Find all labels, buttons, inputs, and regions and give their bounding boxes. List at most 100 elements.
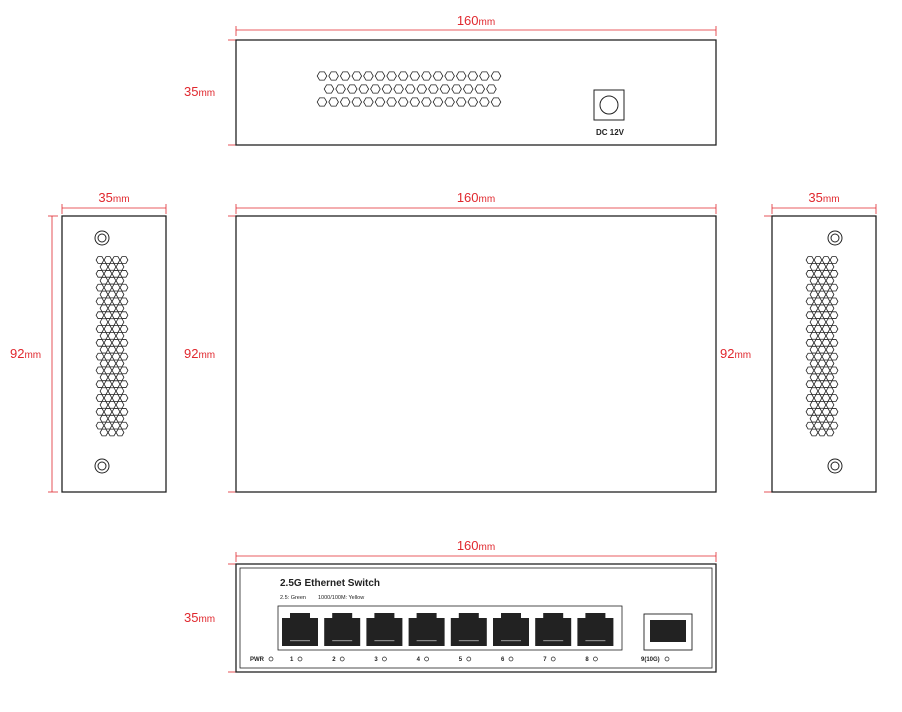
vent-hole xyxy=(99,414,109,423)
vent-hole xyxy=(111,380,121,388)
vent-hole xyxy=(817,345,827,354)
vent-hole xyxy=(432,97,444,107)
vent-hole xyxy=(821,380,831,388)
vent-hole xyxy=(817,304,827,313)
vent-hole xyxy=(107,428,117,437)
vent-hole xyxy=(805,408,815,416)
vent-hole xyxy=(99,345,109,354)
vent-hole xyxy=(328,97,339,107)
vent-hole xyxy=(479,71,490,81)
vent-hole xyxy=(809,290,819,299)
vent-hole xyxy=(107,387,117,395)
dc-jack-housing xyxy=(593,89,625,121)
vent-hole xyxy=(95,297,105,306)
vent-hole xyxy=(103,339,113,347)
vent-hole xyxy=(825,345,835,354)
vent-hole xyxy=(99,263,109,271)
sfp-led-icon xyxy=(664,656,670,662)
vent-hole xyxy=(805,311,815,319)
rj45-contact xyxy=(332,640,353,642)
port-number-label: 4 xyxy=(417,657,421,663)
vent-hole xyxy=(111,394,121,402)
vent-hole xyxy=(805,297,815,306)
vent-hole xyxy=(805,325,815,333)
rj45-port xyxy=(408,613,445,646)
pwr-label: PWR xyxy=(250,657,265,663)
vent-hole xyxy=(809,345,819,354)
vent-hole xyxy=(805,283,815,292)
vent-hole xyxy=(421,71,432,81)
vent-hole xyxy=(821,325,831,333)
vent-hole xyxy=(817,263,827,271)
vent-hole xyxy=(432,71,444,81)
vent-hole xyxy=(474,84,486,94)
vent-hole xyxy=(490,71,502,81)
vent-hole xyxy=(813,352,823,361)
vent-hole xyxy=(95,256,105,264)
port-led-icon xyxy=(593,656,598,662)
vent-hole xyxy=(805,256,815,264)
vent-hole xyxy=(103,352,113,361)
vent-hole xyxy=(821,352,831,361)
vent-hole xyxy=(115,276,125,285)
vent-hole xyxy=(107,345,117,354)
vent-hole xyxy=(107,276,117,285)
vent-hole xyxy=(805,366,815,375)
vent-hole xyxy=(374,97,386,107)
vent-hole xyxy=(817,359,827,368)
vent-hole xyxy=(119,380,129,388)
port-led-icon xyxy=(466,656,472,662)
rj45-contact xyxy=(416,640,437,642)
rj45-contact xyxy=(501,640,521,642)
vent-hole xyxy=(386,71,397,81)
rj45-port xyxy=(577,613,614,646)
vent-hole xyxy=(809,428,819,437)
vent-hole xyxy=(821,339,831,347)
vent-hole xyxy=(829,394,839,402)
vent-hole xyxy=(335,84,346,94)
vent-hole xyxy=(99,290,109,299)
vent-hole xyxy=(829,408,839,416)
right-side-outline xyxy=(771,215,877,493)
dim-label-width-bottom: 160mm xyxy=(457,538,495,553)
vent-hole xyxy=(119,352,129,361)
vent-hole xyxy=(809,401,819,409)
vent-hole xyxy=(809,373,819,382)
screw-icon xyxy=(94,458,110,474)
vent-hole xyxy=(103,421,113,430)
vent-hole xyxy=(103,380,113,388)
vent-hole xyxy=(451,84,462,94)
vent-hole xyxy=(107,414,117,423)
vent-hole xyxy=(323,84,335,94)
vent-hole xyxy=(813,394,823,402)
vent-hole xyxy=(829,366,839,375)
vent-hole xyxy=(805,394,815,402)
vent-hole xyxy=(107,318,117,326)
vent-hole xyxy=(115,401,125,409)
port-number-label: 7 xyxy=(543,657,547,663)
vent-hole xyxy=(821,256,831,264)
vent-hole xyxy=(119,339,129,347)
port-number-label: 5 xyxy=(459,657,463,663)
vent-hole xyxy=(825,359,835,368)
front-panel-inner-outline xyxy=(239,567,713,669)
vent-hole xyxy=(829,297,839,306)
rear-vent-grille xyxy=(316,71,502,107)
vent-hole xyxy=(115,318,125,326)
vent-hole xyxy=(339,71,351,81)
vent-hole xyxy=(821,297,831,306)
vent-hole xyxy=(99,401,109,409)
vent-hole xyxy=(813,339,823,347)
vent-hole xyxy=(809,276,819,285)
vent-hole xyxy=(817,428,827,437)
vent-hole xyxy=(813,256,823,264)
vent-hole xyxy=(99,359,109,368)
vent-hole xyxy=(95,325,105,333)
vent-hole xyxy=(825,414,835,423)
dim-label-width-right: 35mm xyxy=(808,190,839,205)
port-number-label: 6 xyxy=(501,657,505,663)
rj45-port xyxy=(324,613,361,646)
vent-hole xyxy=(99,318,109,326)
vent-hole xyxy=(462,84,474,94)
